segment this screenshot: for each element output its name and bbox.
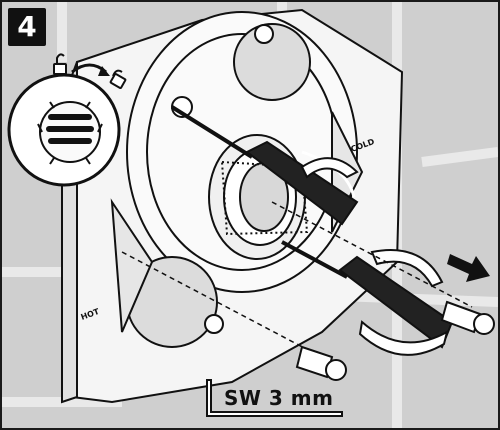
padlock-closed-icon <box>109 69 127 89</box>
detail-callout <box>7 73 121 187</box>
lock-direction-arrow-head <box>98 66 110 76</box>
screw-lower-left <box>295 345 347 381</box>
removal-guides <box>121 201 473 353</box>
padlock-open-icon <box>53 53 67 75</box>
rotate-arrow-icon <box>300 157 449 356</box>
remove-direction-arrow-icon <box>447 254 490 282</box>
screw-right <box>440 300 495 335</box>
step-number-badge: 4 <box>8 8 46 46</box>
screwdriver-upper <box>170 105 359 226</box>
allen-key-icon <box>206 379 343 417</box>
tool-size-label: SW 3 mm <box>224 386 334 410</box>
